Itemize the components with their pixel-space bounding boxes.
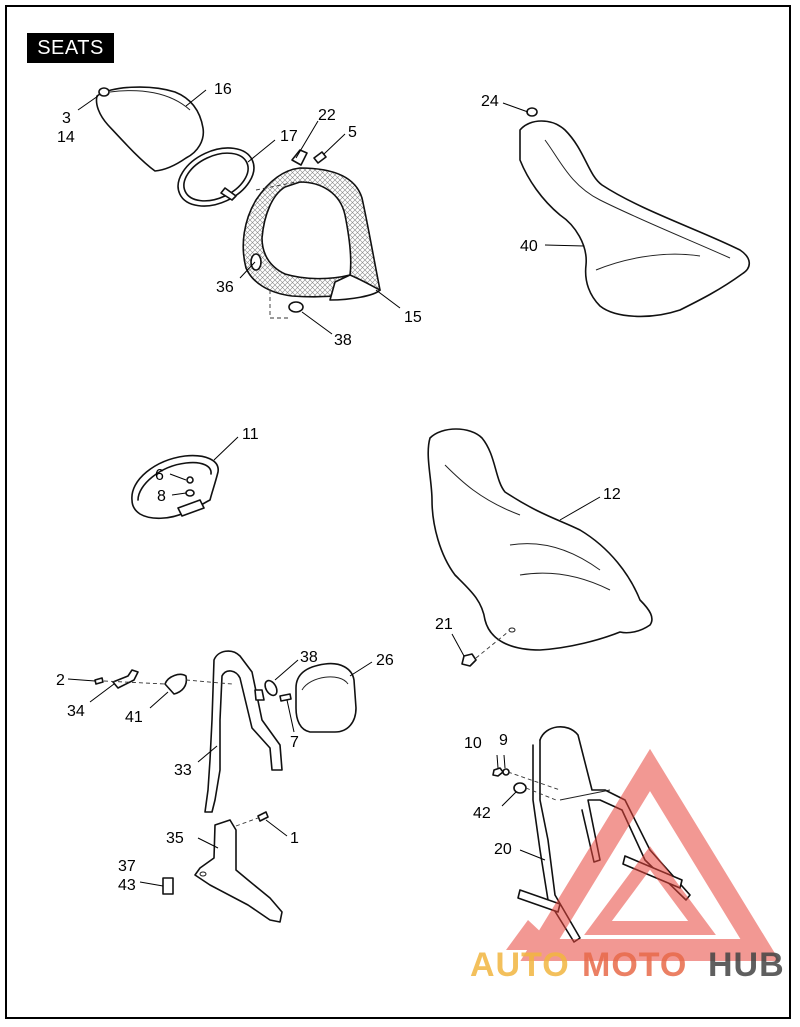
callout-labels: 16 3 14 24 22 17 5 36 15 38 40 11 6 8 12… <box>56 81 621 894</box>
solo-seat-part <box>95 86 205 172</box>
callout-43: 43 <box>118 877 136 894</box>
callout-24: 24 <box>481 93 499 110</box>
leader-lines <box>67 89 601 887</box>
bracket-41-part <box>164 673 188 695</box>
two-up-seat-upper-part <box>519 107 751 318</box>
callout-20: 20 <box>494 841 512 858</box>
screw-5-part <box>313 151 327 164</box>
seat-spring-band-part <box>177 147 255 207</box>
two-up-seat-lower-part <box>427 428 653 651</box>
watermark-auto: AUTO <box>470 946 570 984</box>
callout-37: 37 <box>118 858 136 875</box>
page-border <box>5 5 791 1019</box>
callout-17: 17 <box>280 128 298 145</box>
clip-34-part <box>94 669 139 689</box>
nut-10-part <box>492 767 504 777</box>
nut-21-part <box>461 653 477 667</box>
callout-42: 42 <box>473 805 491 822</box>
callout-36: 36 <box>216 279 234 296</box>
washer-38-lower-part <box>264 679 278 697</box>
washer-38-top-part <box>288 301 304 313</box>
callout-33: 33 <box>174 762 192 779</box>
callout-22: 22 <box>318 107 336 124</box>
callout-1: 1 <box>290 830 299 847</box>
callout-40: 40 <box>520 238 538 255</box>
callout-34: 34 <box>67 703 85 720</box>
callout-16: 16 <box>214 81 232 98</box>
callout-3: 3 <box>62 110 71 127</box>
callout-8: 8 <box>157 488 166 505</box>
watermark-hub: HUB <box>708 946 785 984</box>
callout-41: 41 <box>125 709 143 726</box>
callout-38-top: 38 <box>334 332 352 349</box>
side-plate-35-part <box>194 819 283 923</box>
sissy-bar-upright-part <box>204 650 283 813</box>
backrest-pad-part <box>242 149 381 301</box>
callout-38-lower: 38 <box>300 649 318 666</box>
screw-1-part <box>257 811 269 822</box>
backrest-pad-26-part <box>295 662 357 733</box>
callout-11: 11 <box>242 426 259 443</box>
callout-9: 9 <box>499 732 508 749</box>
triangle-logo-icon <box>506 748 780 961</box>
callout-7: 7 <box>290 734 299 751</box>
watermark-moto: MOTO <box>582 946 687 984</box>
callout-5: 5 <box>348 124 357 141</box>
callout-12: 12 <box>603 486 621 503</box>
callout-14: 14 <box>57 129 75 146</box>
callout-21: 21 <box>435 616 453 633</box>
callout-35: 35 <box>166 830 184 847</box>
callout-26: 26 <box>376 652 394 669</box>
screw-7-part <box>279 693 292 702</box>
callout-6: 6 <box>155 467 164 484</box>
callout-15: 15 <box>404 309 422 326</box>
page-title: SEATS <box>27 33 114 63</box>
seat-band-11-part <box>131 454 219 520</box>
callout-10: 10 <box>464 735 482 752</box>
callout-2: 2 <box>56 672 65 689</box>
